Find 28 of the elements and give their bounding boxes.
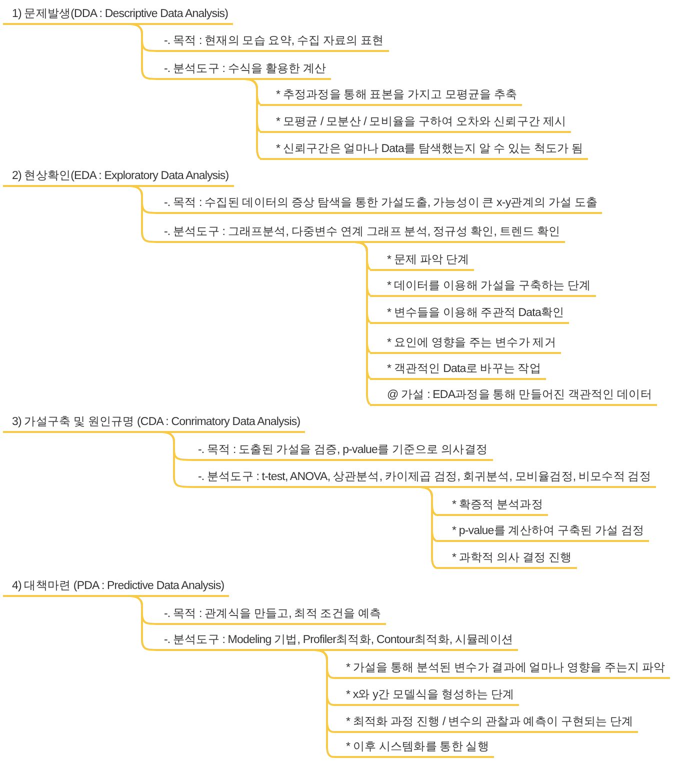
- heading-branch: 3) 가설구축 및 원인규명 (CDA : Conrimatory Data Analysis): [3, 413, 306, 433]
- branch-label: * 최적화 과정 진행 / 변수의 관찰과 예측이 구현되는 단계: [335, 713, 638, 733]
- heading-branch: 1) 문제발생(DDA : Descriptive Data Analysis): [3, 5, 234, 25]
- heading-branch: 4) 대책마련 (PDA : Predictive Data Analysis): [3, 577, 230, 597]
- heading-branch: 2) 현상확인(EDA : Exploratory Data Analysis): [3, 167, 234, 187]
- branch-label: * 변수들을 이용해 주관적 Data확인: [370, 304, 570, 324]
- branch-label: * x와 y간 모델식을 형성하는 단계: [335, 686, 519, 706]
- branch-label: * 문제 파악 단계: [370, 251, 474, 271]
- branch-label: @ 가설 : EDA과정을 통해 만들어진 객관적인 데이터: [370, 386, 657, 406]
- branch-label: -. 분석도구 : t-test, ANOVA, 상관분석, 카이제곱 검정, 회귀분석, 모비율검정, 비모수적 검정: [195, 468, 656, 488]
- branch-label: * 확증적 분석과정: [437, 496, 548, 516]
- branch-label: -. 목적 : 수집된 데이터의 증상 탐색을 통한 가설도출, 가능성이 큰 x-y관계의 가설 도출: [160, 194, 602, 214]
- branch-label: * 데이터를 이용해 가설을 구축하는 단계: [370, 277, 596, 297]
- branch-label: -. 목적 : 도출된 가설을 검증, p-value를 기준으로 의사결정: [195, 441, 492, 461]
- branch-label: -. 목적 : 관계식을 만들고, 최적 조건을 예측: [160, 605, 386, 625]
- branch-label: * p-value를 계산하여 구축된 가설 검정: [437, 522, 650, 542]
- branch-label: * 이후 시스템화를 통한 실행: [335, 738, 494, 758]
- branch-label: * 가설을 통해 분석된 변수가 결과에 얼마나 영향을 주는지 파악: [335, 659, 670, 679]
- branch-label: -. 분석도구 : 그래프분석, 다중변수 연계 그래프 분석, 정규성 확인, 트렌드 확인: [160, 223, 566, 243]
- branch-label: -. 목적 : 현재의 모습 요약, 수집 자료의 표현: [160, 32, 389, 52]
- branch-label: * 요인에 영향을 주는 변수가 제거: [370, 334, 561, 354]
- branch-label: -. 분석도구 : Modeling 기법, Profiler최적화, Contour최적화, 시뮬레이션: [160, 631, 518, 651]
- branch-label: * 객관적인 Data로 바꾸는 작업: [370, 360, 546, 380]
- branch-label: * 과학적 의사 결정 진행: [437, 549, 577, 569]
- branch-label: * 추정과정을 통해 표본을 가지고 모평균을 추축: [260, 86, 522, 106]
- branch-label: -. 분석도구 : 수식을 활용한 계산: [160, 60, 332, 80]
- branch-label: * 신뢰구간은 얼마나 Data를 탐색했는지 알 수 있는 척도가 됨: [260, 140, 588, 160]
- branch-label: * 모평균 / 모분산 / 모비율을 구하여 오차와 신뢰구간 제시: [260, 113, 572, 133]
